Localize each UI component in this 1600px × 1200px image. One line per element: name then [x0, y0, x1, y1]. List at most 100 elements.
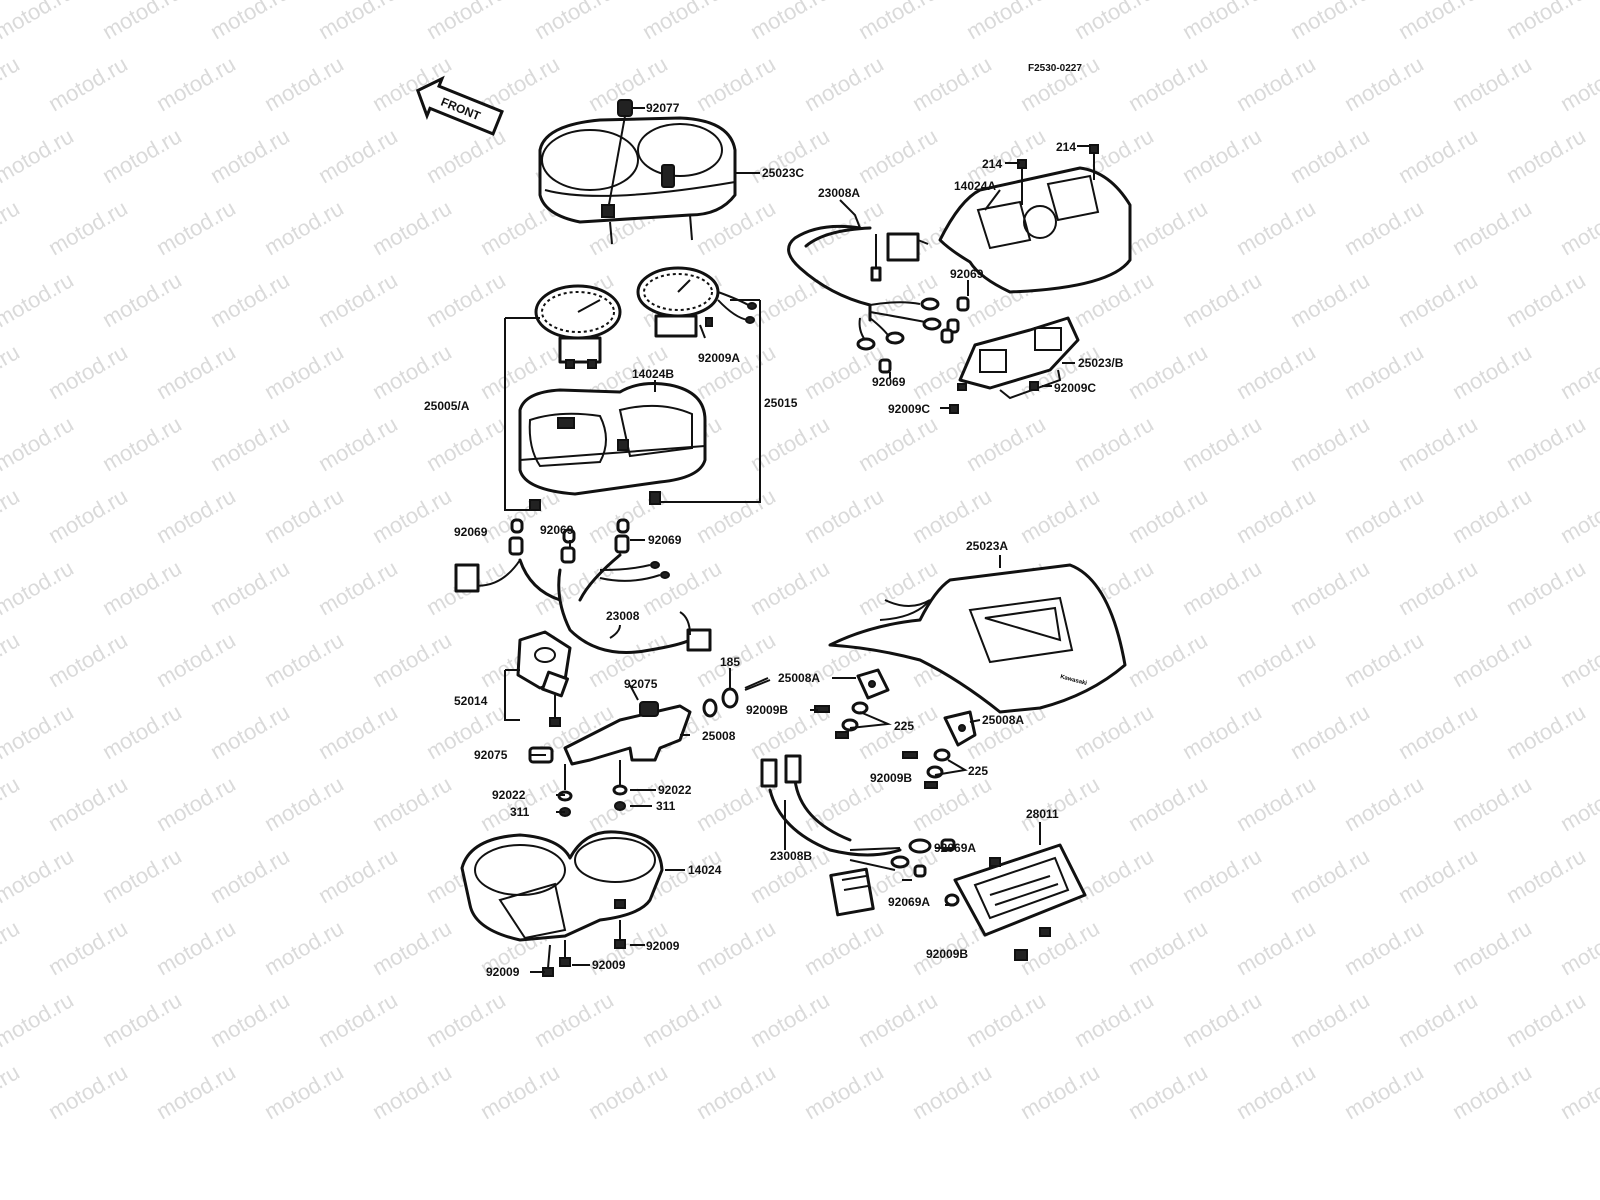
- watermark-text: motod.ru: [206, 555, 294, 620]
- watermark-text: motod.ru: [1394, 267, 1482, 332]
- upper-cover-part: [938, 144, 1132, 294]
- watermark-text: motod.ru: [1394, 411, 1482, 476]
- watermark-text: motod.ru: [152, 195, 240, 260]
- watermark-text: motod.ru: [1124, 627, 1212, 692]
- label-25008a-a: 25008A: [778, 671, 820, 685]
- label-25015: 25015: [764, 396, 798, 410]
- watermark-text: motod.ru: [98, 0, 186, 44]
- watermark-text: motod.ru: [854, 123, 942, 188]
- watermark-text: motod.ru: [1232, 195, 1320, 260]
- watermark-text: motod.ru: [314, 411, 402, 476]
- label-92069a-a: 92069A: [934, 841, 976, 855]
- label-23008: 23008: [606, 609, 640, 623]
- label-92009-a: 92009: [646, 939, 680, 953]
- watermark-text: motod.ru: [1178, 0, 1266, 44]
- watermark-text: motod.ru: [0, 771, 24, 836]
- watermark-text: motod.ru: [206, 843, 294, 908]
- watermark-text: motod.ru: [0, 51, 24, 116]
- watermark-text: motod.ru: [0, 267, 78, 332]
- watermark-text: motod.ru: [1178, 123, 1266, 188]
- watermark-text: motod.ru: [1232, 627, 1320, 692]
- watermark-text: motod.ru: [1286, 267, 1374, 332]
- label-25023c: 25023C: [762, 166, 804, 180]
- watermark-text: motod.ru: [368, 771, 456, 836]
- watermark-text: motod.ru: [422, 411, 510, 476]
- sensor-part: [504, 630, 572, 727]
- label-92075-a: 92075: [624, 677, 658, 691]
- watermark-text: motod.ru: [1556, 627, 1600, 692]
- watermark-text: motod.ru: [206, 987, 294, 1052]
- diagram-code: F2530-0227: [1028, 63, 1082, 74]
- watermark-text: motod.ru: [1556, 1059, 1600, 1124]
- watermark-text: motod.ru: [152, 915, 240, 980]
- watermark-text: motod.ru: [152, 1059, 240, 1124]
- watermark-text: motod.ru: [962, 0, 1050, 44]
- label-23008b: 23008B: [770, 849, 812, 863]
- watermark-text: motod.ru: [368, 627, 456, 692]
- label-92009a: 92009A: [698, 351, 740, 365]
- watermark-text: motod.ru: [530, 555, 618, 620]
- label-311-b: 311: [656, 799, 676, 813]
- watermark-text: motod.ru: [0, 627, 24, 692]
- watermark-text: motod.ru: [1556, 483, 1600, 548]
- watermark-text: motod.ru: [1502, 267, 1590, 332]
- watermark-text: motod.ru: [1340, 483, 1428, 548]
- watermark-text: motod.ru: [908, 771, 996, 836]
- label-52014: 52014: [454, 694, 488, 708]
- watermark-text: motod.ru: [314, 123, 402, 188]
- watermark-text: motod.ru: [422, 987, 510, 1052]
- label-92022-b: 92022: [658, 783, 692, 797]
- watermark-text: motod.ru: [692, 51, 780, 116]
- watermark-text: motod.ru: [44, 339, 132, 404]
- meter-case-part: [518, 382, 707, 511]
- watermark-text: motod.ru: [98, 555, 186, 620]
- watermark-text: motod.ru: [1448, 915, 1536, 980]
- watermark-text: motod.ru: [1340, 1059, 1428, 1124]
- bolt-assembly-part: [702, 668, 771, 718]
- watermark-text: motod.ru: [44, 627, 132, 692]
- label-92009b-a: 92009B: [746, 703, 788, 717]
- watermark-text: motod.ru: [1448, 195, 1536, 260]
- watermark-text: motod.ru: [368, 339, 456, 404]
- label-92069a-b: 92069A: [888, 895, 930, 909]
- watermark-text: motod.ru: [1232, 1059, 1320, 1124]
- watermark-text: motod.ru: [908, 1059, 996, 1124]
- watermark-text: motod.ru: [1286, 123, 1374, 188]
- watermark-text: motod.ru: [1394, 555, 1482, 620]
- watermark-text: motod.ru: [98, 699, 186, 764]
- watermark-text: motod.ru: [476, 771, 564, 836]
- label-92009c-b: 92009C: [888, 402, 930, 416]
- label-225-b: 225: [968, 764, 988, 778]
- watermark-text: motod.ru: [0, 843, 78, 908]
- meter-cover-part: [538, 99, 737, 245]
- leader-lines: [516, 107, 1090, 973]
- watermark-text: motod.ru: [800, 1059, 888, 1124]
- watermark-text: motod.ru: [0, 411, 78, 476]
- label-25005a: 25005/A: [424, 399, 470, 413]
- watermark-text: motod.ru: [0, 699, 78, 764]
- tachometer-part: [636, 266, 757, 338]
- watermark-text: motod.ru: [260, 1059, 348, 1124]
- wiring-harness-23008: [454, 518, 712, 654]
- watermark-text: motod.ru: [1232, 339, 1320, 404]
- watermark-text: motod.ru: [746, 987, 834, 1052]
- label-14024a: 14024A: [954, 179, 996, 193]
- watermark-text: motod.ru: [800, 339, 888, 404]
- label-92069-top: 92069: [950, 267, 984, 281]
- watermark-text: motod.ru: [1448, 627, 1536, 692]
- watermark-text: motod.ru: [1502, 123, 1590, 188]
- watermark-text: motod.ru: [44, 771, 132, 836]
- watermark-text: motod.ru: [206, 0, 294, 44]
- watermark-text: motod.ru: [1016, 915, 1104, 980]
- watermark-text: motod.ru: [314, 699, 402, 764]
- watermark-text: motod.ru: [422, 123, 510, 188]
- label-28011: 28011: [1026, 807, 1059, 821]
- watermark-text: motod.ru: [1124, 195, 1212, 260]
- watermark-text: motod.ru: [98, 843, 186, 908]
- watermark-text: motod.ru: [422, 267, 510, 332]
- watermark-text: motod.ru: [1340, 627, 1428, 692]
- label-185: 185: [720, 655, 740, 669]
- part-labels: 92077 25023C 23008A 14024A 214 214 92069…: [424, 101, 1124, 979]
- watermark-text: motod.ru: [746, 555, 834, 620]
- watermark-text: motod.ru: [1502, 987, 1590, 1052]
